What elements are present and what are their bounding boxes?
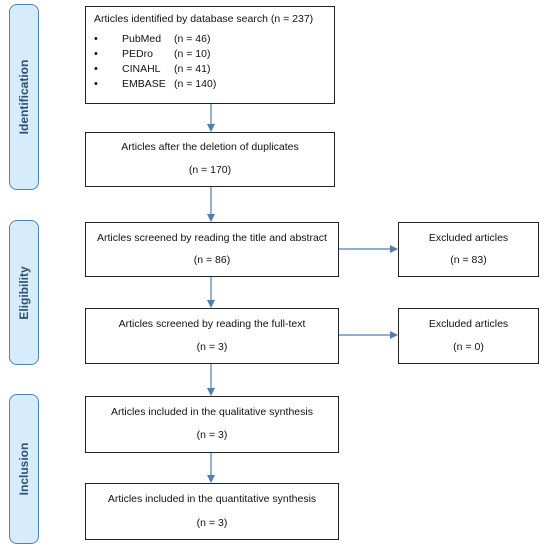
qualitative-count: (n = 3) (196, 429, 228, 441)
bullet: • (94, 33, 98, 45)
source-name: CINAHL (122, 63, 161, 75)
excluded-1-count: (n = 83) (450, 254, 487, 266)
bullet: • (94, 78, 98, 90)
excluded-2-title: Excluded articles (428, 318, 509, 330)
box-screened-fulltext: Articles screened by reading the full-te… (85, 308, 339, 364)
box-qualitative: Articles included in the qualitative syn… (85, 396, 339, 453)
source-count: (n = 140) (174, 78, 217, 90)
source-count: (n = 10) (174, 48, 211, 60)
quantitative-count: (n = 3) (196, 517, 228, 529)
box-excluded-1: Excluded articles (n = 83) (398, 222, 539, 277)
bullet: • (94, 63, 98, 75)
identified-title: Articles identified by database search (… (94, 13, 314, 25)
dedup-count: (n = 170) (188, 164, 232, 176)
screened-fulltext-title: Articles screened by reading the full-te… (118, 318, 306, 330)
bullet: • (94, 48, 98, 60)
box-quantitative: Articles included in the quantitative sy… (85, 483, 339, 540)
qualitative-title: Articles included in the qualitative syn… (111, 406, 313, 418)
phase-identification: Identification (9, 4, 39, 190)
box-dedup: Articles after the deletion of duplicate… (85, 132, 335, 187)
source-count: (n = 46) (174, 33, 211, 45)
source-name: PubMed (122, 33, 162, 45)
screened-fulltext-count: (n = 3) (196, 341, 228, 353)
box-screened-abstract: Articles screened by reading the title a… (85, 222, 339, 277)
dedup-title: Articles after the deletion of duplicate… (121, 141, 299, 153)
box-excluded-2: Excluded articles (n = 0) (398, 308, 539, 364)
screened-abstract-title: Articles screened by reading the title a… (97, 232, 327, 244)
source-name: EMBASE (122, 78, 166, 90)
source-count: (n = 41) (174, 63, 211, 75)
excluded-1-title: Excluded articles (428, 232, 509, 244)
quantitative-title: Articles included in the quantitative sy… (107, 493, 317, 505)
screened-abstract-count: (n = 86) (193, 254, 231, 266)
source-name: PEDro (122, 48, 153, 60)
phase-eligibility: Eligibility (9, 220, 39, 365)
excluded-2-count: (n = 0) (453, 341, 484, 353)
box-identified: Articles identified by database search (… (85, 6, 335, 104)
phase-inclusion: Inclusion (9, 394, 39, 544)
